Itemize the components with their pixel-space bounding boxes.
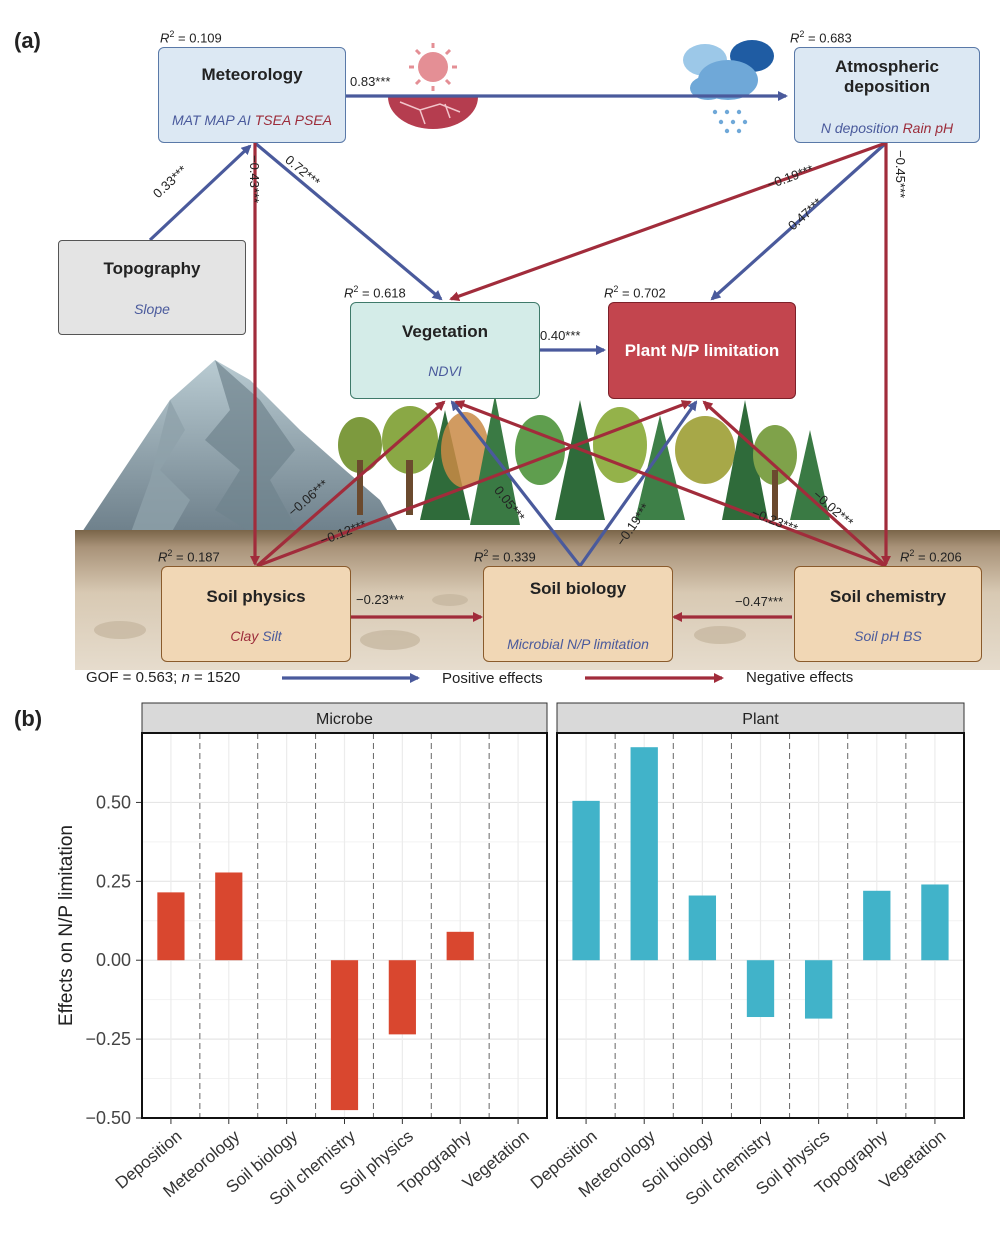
coef-met-dep: 0.83*** xyxy=(350,74,391,89)
coef-soilphys-soilbio: −0.23*** xyxy=(356,592,405,607)
node-soil-chemistry-vars: Soil pH BS xyxy=(854,628,922,644)
node-soil-chemistry-title: Soil chemistry xyxy=(829,587,947,606)
coef-dep-soilchem: −0.45*** xyxy=(893,150,908,199)
node-soil-physics-vars: Clay Silt xyxy=(230,628,282,644)
r2-deposition: R2 = 0.683 xyxy=(790,29,852,46)
arrow-soilphys-veg xyxy=(255,400,446,568)
bar-plant-deposition xyxy=(572,800,600,961)
legend-positive-label: Positive effects xyxy=(442,670,543,687)
y-tick-label: 0.00 xyxy=(96,950,131,970)
bar-microbe-soil-chemistry xyxy=(330,960,359,1111)
node-deposition-vars: N deposition Rain pH xyxy=(820,120,954,136)
node-topography-vars: Slope xyxy=(134,301,170,317)
bar-plant-vegetation xyxy=(921,884,949,961)
arrow-dep-veg xyxy=(449,141,887,302)
r2-plant-np: R2 = 0.702 xyxy=(604,284,666,301)
node-soil-physics: Soil physics Clay Silt xyxy=(161,566,351,662)
coef-veg-plant: 0.40*** xyxy=(540,328,581,343)
panel-b-label: (b) xyxy=(14,706,43,731)
arrow-soilchem-plant xyxy=(702,400,888,568)
node-meteorology: Meteorology MAT MAP AI TSEA PSEA xyxy=(158,47,346,143)
bar-microbe-topography xyxy=(446,931,474,961)
node-plant-np-title: Plant N/P limitation xyxy=(624,341,780,360)
node-soil-biology-vars: Microbial N/P limitation xyxy=(507,636,649,652)
y-tick-label: −0.25 xyxy=(85,1029,131,1049)
y-tick-label: −0.50 xyxy=(85,1108,131,1128)
facet-strip xyxy=(556,702,965,734)
bar-plant-soil-chemistry xyxy=(746,960,775,1018)
r2-soil-biology: R2 = 0.339 xyxy=(474,548,536,565)
r2-soil-chemistry: R2 = 0.206 xyxy=(900,548,962,565)
arrow-dep-plant xyxy=(710,141,888,301)
y-tick-label: 0.50 xyxy=(96,792,131,812)
facet-strip xyxy=(141,702,548,734)
r2-meteorology: R2 = 0.109 xyxy=(160,29,222,46)
sun-dry-ground-icon xyxy=(388,43,478,129)
r2-soil-physics: R2 = 0.187 xyxy=(158,548,220,565)
node-deposition-title: Atmospheric xyxy=(835,57,939,76)
coef-met-soilphys: −0.43*** xyxy=(247,155,262,204)
facet-title: Plant xyxy=(742,711,779,728)
bar-microbe-meteorology xyxy=(215,872,243,961)
node-topography: Topography Slope xyxy=(58,240,246,335)
node-meteorology-title: Meteorology xyxy=(201,65,303,84)
facet-title: Microbe xyxy=(316,711,373,728)
bar-plant-soil-biology xyxy=(688,895,717,961)
arrow-soilphys-plant xyxy=(256,400,692,568)
node-vegetation-title: Vegetation xyxy=(402,322,488,341)
node-soil-physics-title: Soil physics xyxy=(206,587,306,606)
node-vegetation-vars: NDVI xyxy=(428,363,462,379)
arrow-soilbio-plant xyxy=(578,400,698,567)
bar-plant-topography xyxy=(863,890,891,961)
bar-plant-meteorology xyxy=(630,747,658,961)
bar-plant-soil-physics xyxy=(804,960,833,1019)
node-soil-chemistry: Soil chemistry Soil pH BS xyxy=(794,566,982,662)
bar-microbe-deposition xyxy=(157,892,185,961)
node-meteorology-vars: MAT MAP AI TSEA PSEA xyxy=(171,112,332,128)
gof-label: GOF = 0.563; n = 1520 xyxy=(86,669,241,686)
panel-b-bar-chart: Effects on N/P limitation −0.50 −0.25 0.00 0… xyxy=(56,702,965,1209)
r2-vegetation: R2 = 0.618 xyxy=(344,284,406,301)
arrow-met-veg xyxy=(253,141,443,301)
bar-microbe-soil-physics xyxy=(388,960,416,1035)
forest-illustration xyxy=(338,395,830,525)
panel-a-label: (a) xyxy=(14,28,41,53)
cloud-rain-icon xyxy=(683,40,774,134)
node-vegetation: Vegetation NDVI xyxy=(350,302,540,399)
node-topography-title: Topography xyxy=(103,259,201,278)
node-plant-np-limitation: Plant N/P limitation xyxy=(608,302,796,399)
node-atmospheric-deposition: Atmospheric deposition N deposition Rain… xyxy=(794,47,980,143)
legend-negative-label: Negative effects xyxy=(746,669,854,686)
y-tick-label: 0.25 xyxy=(96,871,131,891)
node-deposition-title2: deposition xyxy=(844,77,930,96)
mountain-illustration xyxy=(80,360,400,535)
arrow-soilbio-veg xyxy=(450,400,582,567)
arrow-topo-met xyxy=(148,144,252,242)
arrow-soilchem-veg xyxy=(454,400,887,568)
node-soil-biology-title: Soil biology xyxy=(529,579,627,598)
y-axis-label: Effects on N/P limitation xyxy=(56,825,77,1026)
node-soil-biology: Soil biology Microbial N/P limitation xyxy=(483,566,673,662)
coef-soilchem-soilbio: −0.47*** xyxy=(735,594,784,609)
